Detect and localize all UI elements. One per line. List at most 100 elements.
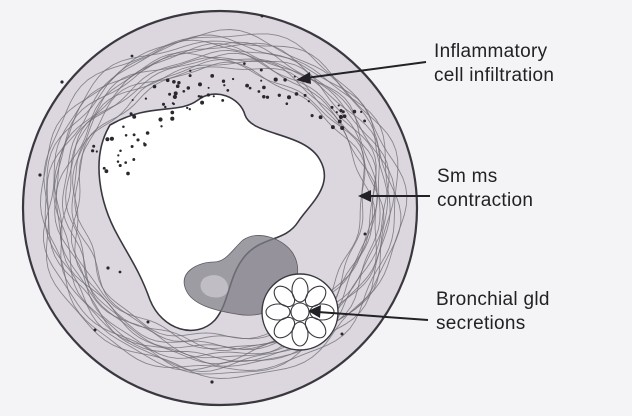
- inflammatory-cell: [158, 117, 162, 121]
- inflammatory-cell: [274, 78, 278, 82]
- inflammatory-cell: [331, 125, 335, 129]
- inflammatory-cell: [186, 107, 188, 109]
- label-line: Sm ms: [437, 165, 533, 189]
- inflammatory-cell: [342, 110, 345, 113]
- inflammatory-cell: [226, 89, 229, 92]
- inflammatory-cell: [213, 95, 215, 97]
- inflammatory-cell: [177, 81, 180, 84]
- inflammatory-cell: [110, 137, 114, 141]
- inflammatory-cell: [222, 80, 225, 83]
- inflammatory-cell: [343, 114, 347, 118]
- inflammatory-cell: [330, 106, 333, 109]
- inflammatory-cell: [105, 137, 109, 141]
- inflammatory-cell: [338, 104, 340, 106]
- inflammatory-cell: [174, 91, 178, 95]
- inflammatory-cell: [311, 114, 314, 117]
- inflammatory-cell: [294, 76, 296, 78]
- inflammatory-cell: [104, 169, 108, 173]
- inflammatory-cell: [232, 78, 234, 80]
- inflammatory-cell: [103, 167, 106, 170]
- inflammatory-cell: [340, 126, 344, 130]
- inflammatory-cell: [182, 90, 185, 93]
- inflammatory-cell: [143, 143, 146, 146]
- inflammatory-cell: [166, 78, 170, 82]
- inflammatory-cell: [295, 92, 299, 96]
- inflammatory-cell: [249, 87, 252, 90]
- inflammatory-cell: [339, 115, 343, 119]
- inflammatory-cell: [125, 134, 128, 137]
- inflammatory-cell: [136, 138, 139, 141]
- inflammatory-cell: [189, 108, 191, 110]
- label-smooth-muscle-contraction: Sm ms contraction: [437, 165, 533, 213]
- inflammatory-cell: [132, 115, 136, 119]
- inflammatory-cell: [221, 99, 224, 102]
- inflammatory-cell: [207, 93, 210, 96]
- inflammatory-cell: [283, 78, 286, 81]
- label-bronchial-gland-secretions: Bronchial gld secretions: [436, 288, 550, 336]
- inflammatory-cell: [308, 100, 310, 102]
- inflammatory-cell: [198, 82, 202, 86]
- inflammatory-cell: [200, 101, 204, 105]
- inflammatory-cell: [117, 160, 120, 163]
- label-line: secretions: [436, 312, 550, 336]
- label-line: cell infiltration: [434, 64, 554, 88]
- inflammatory-cell: [243, 62, 246, 65]
- inflammatory-cell: [262, 95, 265, 98]
- inflammatory-cell: [336, 111, 338, 113]
- inflammatory-cell: [223, 84, 225, 86]
- inflammatory-cell: [168, 93, 171, 96]
- label-inflammatory-cell-infiltration: Inflammatory cell infiltration: [434, 40, 554, 88]
- inflammatory-cell: [260, 69, 263, 72]
- inflammatory-cell: [304, 94, 307, 97]
- inflammatory-cell: [260, 80, 262, 82]
- inflammatory-cell: [132, 99, 134, 101]
- inflammatory-cell: [258, 90, 261, 93]
- inflammatory-cell: [173, 95, 177, 99]
- inflammatory-cell: [266, 96, 269, 99]
- inflammatory-cell: [160, 125, 162, 127]
- inflammatory-cell: [210, 74, 214, 78]
- inflammatory-cell: [119, 150, 122, 153]
- inflammatory-cell: [198, 95, 201, 98]
- inflammatory-cell: [126, 172, 130, 176]
- inflammatory-cell: [170, 117, 174, 121]
- inflammatory-cell: [208, 87, 210, 89]
- inflammatory-cell: [130, 112, 133, 115]
- inflammatory-cell: [189, 70, 191, 72]
- inflammatory-cell: [162, 103, 165, 106]
- inflammatory-cell: [146, 131, 150, 135]
- inflammatory-cell: [164, 106, 166, 108]
- inflammatory-cell: [145, 97, 147, 99]
- inflammatory-cell: [117, 154, 119, 156]
- inflammatory-cell: [131, 145, 134, 148]
- inflammatory-cell: [132, 158, 135, 161]
- inflammatory-cell: [360, 111, 362, 113]
- inflammatory-cell: [124, 161, 127, 164]
- inflammatory-cell: [173, 103, 175, 105]
- inflammatory-cell: [153, 85, 157, 89]
- inflammatory-cell: [287, 95, 291, 99]
- inflammatory-cell: [133, 133, 136, 136]
- inflammatory-cell: [262, 86, 266, 90]
- inflammatory-cell: [286, 102, 289, 105]
- inflammatory-cell: [176, 84, 180, 88]
- label-line: Bronchial gld: [436, 288, 550, 312]
- label-line: Inflammatory: [434, 40, 554, 64]
- inflammatory-cell: [92, 145, 95, 148]
- inflammatory-cell: [122, 125, 125, 128]
- inflammatory-cell: [170, 111, 174, 115]
- inflammatory-cell: [353, 110, 357, 114]
- inflammatory-cell: [319, 115, 323, 119]
- inflammatory-cell: [363, 119, 366, 122]
- inflammatory-cell: [189, 74, 192, 77]
- inflammatory-cell: [338, 119, 342, 123]
- inflammatory-cell: [187, 86, 190, 89]
- inflammatory-cell: [91, 149, 94, 152]
- inflammatory-cell: [172, 80, 176, 84]
- inflammatory-cell: [96, 150, 98, 152]
- inflammatory-cell: [119, 164, 122, 167]
- inflammatory-cell: [278, 94, 281, 97]
- inflammatory-cell: [245, 84, 249, 88]
- label-line: contraction: [437, 189, 533, 213]
